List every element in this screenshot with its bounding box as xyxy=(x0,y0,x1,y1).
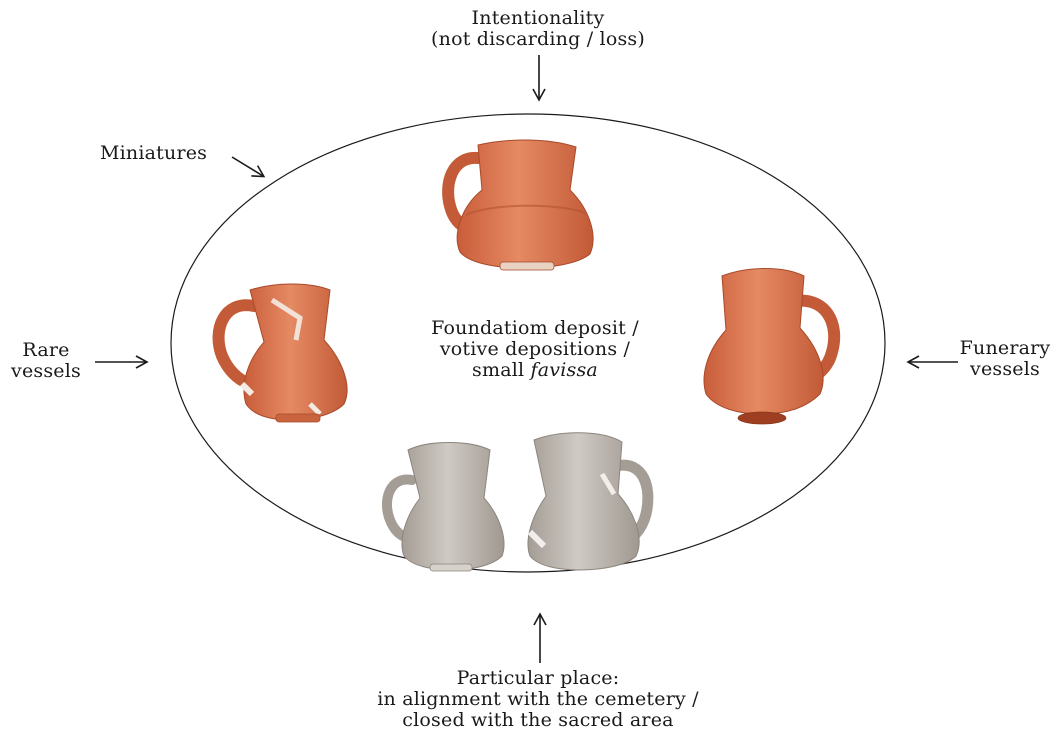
top-jug xyxy=(448,140,593,270)
favissa-word: favissa xyxy=(531,359,598,381)
arrow-miniatures xyxy=(232,157,263,176)
left-jug xyxy=(219,284,348,422)
bottom-right-jug xyxy=(528,433,648,570)
miniatures-label: Miniatures xyxy=(100,143,207,164)
deposit-type-label: Foundatiom deposit / votive depositions … xyxy=(385,318,685,381)
small-word: small xyxy=(472,359,524,381)
right-jug xyxy=(704,269,834,425)
intentionality-label: Intentionality (not discarding / loss) xyxy=(0,8,1057,50)
particular-place-label: Particular place: in alignment with the … xyxy=(0,668,1057,731)
rare-vessels-label: Rare vessels xyxy=(4,340,88,382)
bottom-left-jug xyxy=(387,443,504,572)
funerary-vessels-label: Funerary vessels xyxy=(950,338,1057,380)
